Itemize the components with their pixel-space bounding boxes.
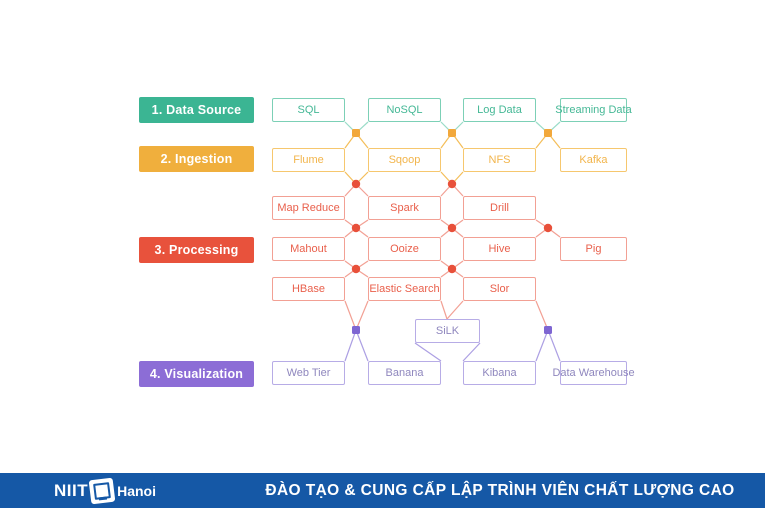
footer-tagline: ĐÀO TẠO & CUNG CẤP LẬP TRÌNH VIÊN CHẤT L… <box>265 481 735 499</box>
connector-line <box>355 329 369 362</box>
junction-dot <box>544 129 552 137</box>
node-hive: Hive <box>463 237 536 261</box>
node-pig: Pig <box>560 237 627 261</box>
connector-line <box>547 329 561 362</box>
logo-city-text: Hanoi <box>117 482 156 499</box>
node-hbase: HBase <box>272 277 345 301</box>
niit-hanoi-logo: NIIT Hanoi <box>54 473 156 508</box>
connector-line <box>344 329 357 362</box>
junction-dot <box>447 264 457 274</box>
junction-dot <box>544 326 552 334</box>
connector-line <box>446 300 464 320</box>
node-banana: Banana <box>368 361 441 385</box>
node-nfs: NFS <box>463 148 536 172</box>
category-processing: 3. Processing <box>139 237 254 263</box>
junction-dot <box>352 326 360 334</box>
connector-line <box>535 300 549 331</box>
node-mahout: Mahout <box>272 237 345 261</box>
junction-dot <box>447 223 457 233</box>
category-visualization: 4. Visualization <box>139 361 254 387</box>
junction-dot <box>543 223 553 233</box>
node-kibana: Kibana <box>463 361 536 385</box>
node-kafka: Kafka <box>560 148 627 172</box>
junction-dot <box>352 129 360 137</box>
node-sqoop: Sqoop <box>368 148 441 172</box>
footer-bar: NIIT Hanoi ĐÀO TẠO & CUNG CẤP LẬP TRÌNH … <box>0 473 765 508</box>
junction-dot <box>351 264 361 274</box>
junction-dot <box>448 129 456 137</box>
connector-line <box>414 342 442 362</box>
node-web-tier: Web Tier <box>272 361 345 385</box>
node-drill: Drill <box>463 196 536 220</box>
node-elastic-search: Elastic Search <box>368 277 441 301</box>
node-sql: SQL <box>272 98 345 122</box>
niit-logo-icon <box>88 477 116 504</box>
category-ingestion: 2. Ingestion <box>139 146 254 172</box>
node-ooize: Ooize <box>368 237 441 261</box>
connector-line <box>462 342 481 362</box>
node-nosql: NoSQL <box>368 98 441 122</box>
node-slor: Slor <box>463 277 536 301</box>
node-streaming-data: Streaming Data <box>555 98 632 122</box>
junction-dot <box>351 179 361 189</box>
logo-brand-text: NIIT <box>54 480 89 500</box>
category-data-source: 1. Data Source <box>139 97 254 123</box>
node-silk: SiLK <box>415 319 480 343</box>
junction-dot <box>447 179 457 189</box>
connector-line <box>344 300 357 331</box>
connector-line <box>440 300 448 320</box>
node-log-data: Log Data <box>463 98 536 122</box>
node-spark: Spark <box>368 196 441 220</box>
connector-line <box>535 329 549 362</box>
node-data-warehouse: Data Warehouse <box>552 361 635 385</box>
node-map-reduce: Map Reduce <box>272 196 345 220</box>
node-flume: Flume <box>272 148 345 172</box>
connector-line <box>355 300 369 331</box>
junction-dot <box>351 223 361 233</box>
